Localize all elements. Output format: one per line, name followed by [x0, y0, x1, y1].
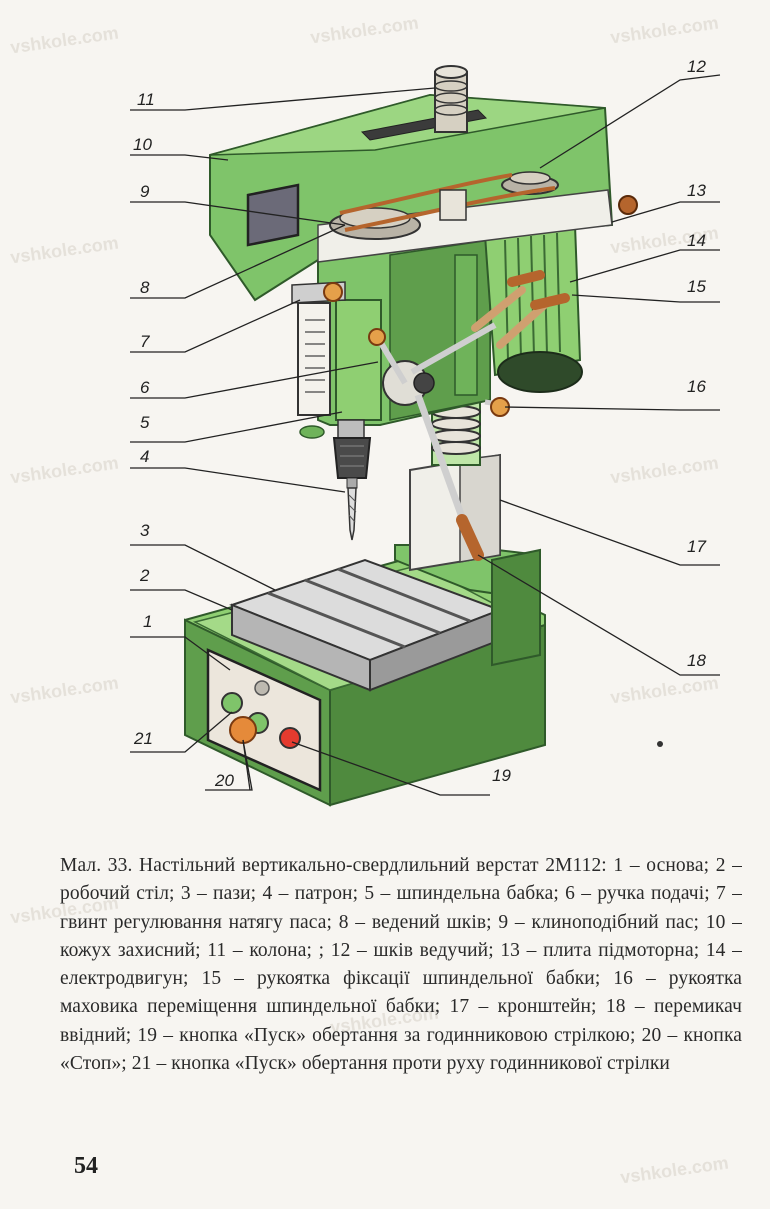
callout-20: 20 — [214, 771, 234, 790]
feed-handle — [368, 322, 510, 561]
callout-6: 6 — [140, 378, 150, 397]
callout-5: 5 — [140, 413, 150, 432]
callout-1: 1 — [143, 612, 152, 631]
callout-17: 17 — [687, 537, 706, 556]
callout-15: 15 — [687, 277, 706, 296]
start-cw-button[interactable] — [279, 727, 301, 749]
start-ccw-button[interactable] — [221, 692, 243, 714]
leader-lines — [130, 74, 721, 796]
callout-16: 16 — [687, 377, 706, 396]
spindle-head — [317, 233, 491, 426]
figure-caption: Мал. 33. Настільний вертикально-свердлил… — [60, 855, 742, 1075]
watermark: vshkole.com — [619, 1152, 730, 1188]
callout-13: 13 — [687, 181, 706, 200]
callout-19: 19 — [492, 766, 511, 785]
column-top — [434, 65, 468, 133]
motor — [471, 223, 583, 393]
callout-10: 10 — [133, 135, 152, 154]
belt-tension-screw[interactable] — [323, 282, 343, 302]
drill-press-illustration: 11 10 9 8 7 6 5 4 3 2 1 21 20 19 12 13 1… — [130, 57, 721, 807]
depth-scale — [291, 281, 346, 439]
chuck — [332, 419, 372, 541]
callout-labels: 11 10 9 8 7 6 5 4 3 2 1 21 20 19 12 13 1… — [133, 57, 706, 790]
callout-3: 3 — [140, 521, 150, 540]
control-panel — [206, 648, 322, 792]
callout-4: 4 — [140, 447, 149, 466]
callout-18: 18 — [687, 651, 706, 670]
callout-12: 12 — [687, 57, 706, 76]
callout-8: 8 — [140, 278, 150, 297]
callout-2: 2 — [139, 566, 150, 585]
callout-21: 21 — [133, 729, 153, 748]
work-table — [229, 558, 503, 692]
callout-11: 11 — [137, 90, 155, 109]
stop-button[interactable] — [229, 716, 257, 744]
belt-drive — [329, 171, 559, 240]
callout-9: 9 — [140, 182, 150, 201]
page-number: 54 — [74, 1153, 98, 1179]
callout-7: 7 — [140, 332, 150, 351]
callout-14: 14 — [687, 231, 706, 250]
